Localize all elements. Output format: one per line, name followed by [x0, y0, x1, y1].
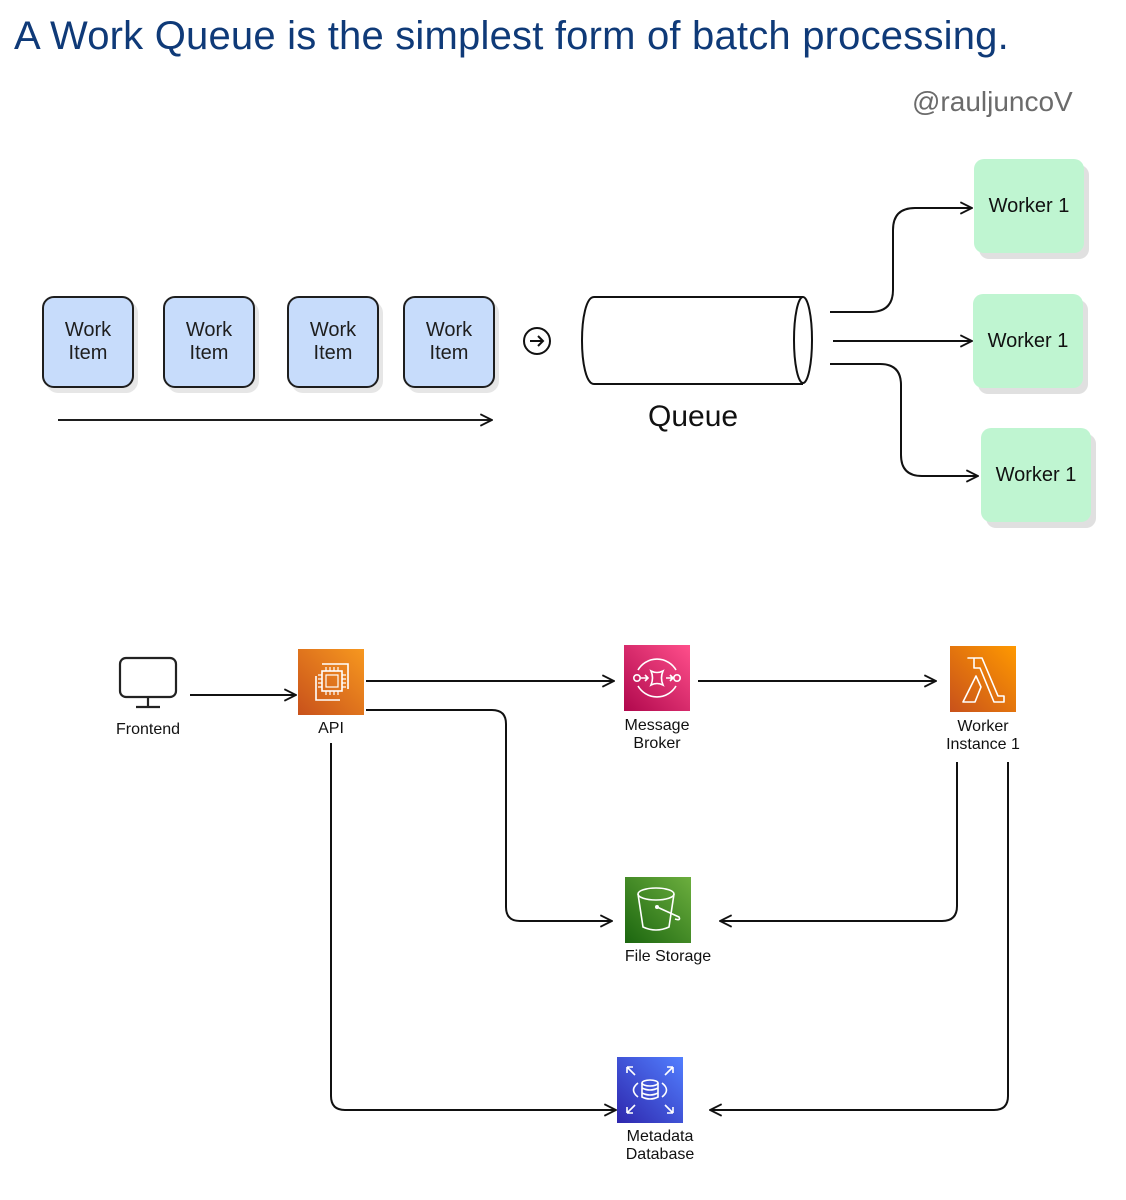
queue-cylinder	[581, 296, 813, 385]
database-label: Metadata Database	[626, 1128, 695, 1164]
broker-label-line1: Message	[624, 717, 690, 734]
sqs-queue-icon	[624, 645, 690, 711]
lambda-icon	[950, 646, 1016, 712]
work-item-line1: Work	[64, 319, 112, 341]
broker-label-line2: Broker	[633, 735, 681, 752]
work-item-line1: Work	[185, 319, 233, 341]
work-item-line2: Item	[313, 342, 353, 364]
broker-label: Message Broker	[625, 717, 690, 753]
author-handle: @rauljuncoV	[912, 86, 1073, 117]
api-to-database-arrow	[330, 743, 616, 1110]
queue-to-worker-1-arrow	[830, 208, 972, 313]
storage-label: File Storage	[624, 948, 712, 965]
diagram-title: A Work Queue is the simplest form of bat…	[14, 14, 1009, 58]
worker-label: Worker 1	[988, 194, 1070, 217]
worker-label: Worker 1	[995, 463, 1077, 486]
work-item-line1: Work	[309, 319, 357, 341]
work-item-line2: Item	[429, 342, 469, 364]
arrow-circle-icon	[523, 327, 551, 355]
work-item-line2: Item	[189, 342, 229, 364]
database-label-line1: Metadata	[626, 1128, 694, 1145]
worker-box: Worker 1	[973, 294, 1083, 388]
ec2-chip-icon	[298, 649, 364, 715]
queue-label: Queue	[648, 400, 739, 433]
worker-instance-label-line1: Worker	[957, 718, 1009, 735]
database-label-line2: Database	[625, 1146, 695, 1163]
work-item-line1: Work	[425, 319, 473, 341]
rds-database-icon	[617, 1057, 683, 1123]
worker-box: Worker 1	[974, 159, 1084, 253]
queue-to-worker-3-arrow	[830, 363, 978, 476]
worker-box: Worker 1	[981, 428, 1091, 522]
s3-bucket-icon	[625, 877, 691, 943]
monitor-icon	[118, 656, 178, 709]
worker-label: Worker 1	[987, 329, 1069, 352]
work-item-line2: Item	[68, 342, 108, 364]
worker-to-storage-arrow	[720, 762, 958, 921]
api-label: API	[318, 720, 344, 737]
worker-instance-label-line2: Instance 1	[946, 736, 1020, 753]
worker-instance-label: Worker Instance 1	[946, 718, 1020, 754]
worker-to-database-arrow	[710, 762, 1009, 1110]
frontend-label: Frontend	[115, 721, 181, 738]
api-to-storage-arrow	[366, 709, 612, 921]
